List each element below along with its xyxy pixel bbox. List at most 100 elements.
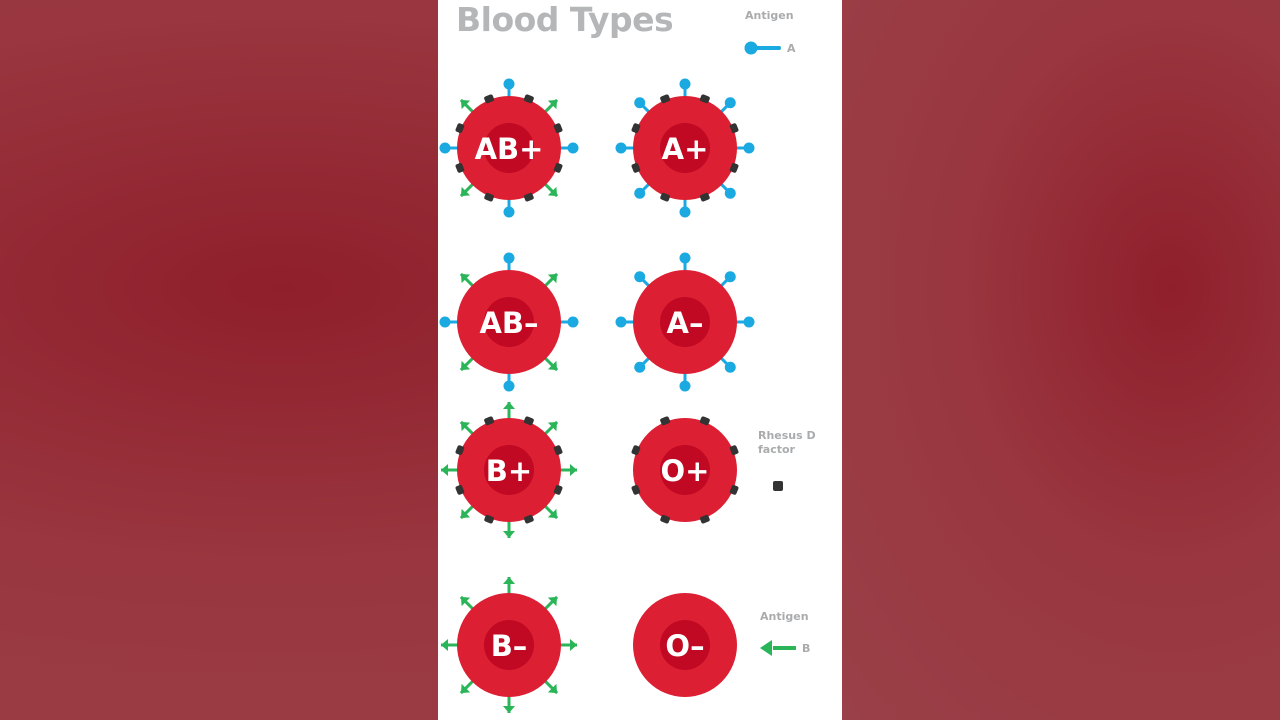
cell-4: B+	[441, 402, 577, 538]
antigen-a-marker	[634, 271, 651, 288]
rhesus-marker	[631, 445, 641, 456]
page-title: Blood Types	[456, 0, 674, 39]
blood-type-diagram: AB+ A+ AB– A– B+ O+ B– O–	[439, 41, 796, 713]
background-blur-right	[842, 0, 1280, 720]
legend-antigen-b-icon	[760, 640, 796, 656]
antigen-b-marker	[503, 520, 515, 538]
antigen-b-marker	[459, 272, 475, 288]
red-cell-center	[484, 123, 534, 173]
antigen-a-marker	[503, 198, 515, 218]
cell-7: O–	[633, 593, 737, 697]
antigen-a-marker	[634, 97, 651, 114]
antigen-a-marker	[439, 316, 459, 328]
antigen-b-marker	[543, 595, 559, 611]
antigen-a-marker	[634, 356, 651, 373]
legend-rhesus-heading-line2: factor	[758, 443, 795, 456]
red-cell-center	[484, 297, 534, 347]
antigen-a-marker	[634, 182, 651, 199]
antigen-a-marker	[439, 142, 459, 154]
antigen-a-marker	[615, 316, 635, 328]
antigen-b-marker	[459, 504, 475, 520]
antigen-b-marker	[459, 98, 475, 114]
rhesus-marker	[523, 416, 534, 426]
rhesus-marker	[699, 416, 710, 426]
cell-0: AB+	[439, 78, 579, 218]
red-cell-center	[660, 445, 710, 495]
rhesus-marker	[523, 94, 534, 104]
antigen-b-marker	[543, 504, 559, 520]
legend-antigen-a-heading: Antigen	[745, 9, 794, 22]
red-cell-center	[484, 445, 534, 495]
antigen-a-marker	[615, 142, 635, 154]
antigen-b-marker	[459, 420, 475, 436]
blood-type-label: O–	[665, 629, 704, 663]
rhesus-marker	[455, 162, 465, 173]
antigen-a-marker	[735, 316, 755, 328]
rhesus-marker	[729, 484, 739, 495]
antigen-a-marker	[679, 252, 691, 272]
antigen-b-marker	[441, 639, 459, 651]
antigen-b-marker	[459, 679, 475, 695]
blood-type-label: A+	[662, 132, 709, 166]
antigen-b-marker	[543, 272, 559, 288]
antigen-a-marker	[735, 142, 755, 154]
rhesus-marker	[523, 514, 534, 524]
legend-antigen-b-heading: Antigen	[760, 610, 809, 623]
rhesus-marker	[553, 162, 563, 173]
legend-rhesus-icon	[773, 481, 783, 491]
rhesus-marker	[631, 484, 641, 495]
rhesus-marker	[729, 123, 739, 134]
antigen-b-marker	[543, 98, 559, 114]
rhesus-marker	[699, 192, 710, 202]
antigen-a-marker	[719, 356, 736, 373]
blood-type-label: O+	[661, 454, 710, 488]
red-cell-center	[484, 620, 534, 670]
antigen-a-marker	[559, 316, 579, 328]
rhesus-marker	[660, 416, 671, 426]
rhesus-marker	[660, 94, 671, 104]
antigen-a-marker	[679, 198, 691, 218]
cell-2: AB–	[439, 252, 579, 392]
antigen-b-marker	[441, 464, 459, 476]
cell-6: B–	[441, 577, 577, 713]
legend-rhesus-heading-line1: Rhesus D	[758, 429, 816, 442]
cell-3: A–	[615, 252, 755, 392]
antigen-a-marker	[503, 372, 515, 392]
blood-type-label: AB–	[479, 306, 538, 340]
rhesus-marker	[484, 94, 495, 104]
rhesus-marker	[523, 192, 534, 202]
rhesus-marker	[484, 416, 495, 426]
antigen-a-marker	[503, 78, 515, 98]
antigen-a-marker	[719, 271, 736, 288]
rhesus-marker	[553, 123, 563, 134]
antigen-b-marker	[543, 356, 559, 372]
rhesus-marker	[699, 514, 710, 524]
antigen-a-marker	[679, 78, 691, 98]
red-cell-center	[660, 123, 710, 173]
antigen-b-marker	[503, 402, 515, 420]
blood-type-label: B–	[491, 629, 528, 663]
antigen-b-marker	[559, 639, 577, 651]
antigen-b-marker	[543, 182, 559, 198]
rhesus-marker	[631, 162, 641, 173]
cell-1: A+	[615, 78, 755, 218]
legend-antigen-a-icon	[744, 41, 781, 55]
rhesus-marker	[455, 484, 465, 495]
antigen-b-marker	[543, 679, 559, 695]
cell-5: O+	[631, 416, 739, 524]
blood-type-label: AB+	[475, 132, 544, 166]
antigen-b-marker	[459, 182, 475, 198]
rhesus-marker	[631, 123, 641, 134]
antigen-b-marker	[459, 356, 475, 372]
red-cell-center	[660, 297, 710, 347]
antigen-a-marker	[559, 142, 579, 154]
blood-type-label: B+	[486, 454, 532, 488]
rhesus-marker	[484, 514, 495, 524]
legend-antigen-a-label: A	[787, 42, 796, 55]
rhesus-marker	[729, 445, 739, 456]
antigen-b-marker	[559, 464, 577, 476]
diagram-panel: Blood Types Antigen A Rhesus D factor An…	[438, 0, 842, 720]
rhesus-marker	[455, 445, 465, 456]
rhesus-marker	[455, 123, 465, 134]
antigen-a-marker	[503, 252, 515, 272]
